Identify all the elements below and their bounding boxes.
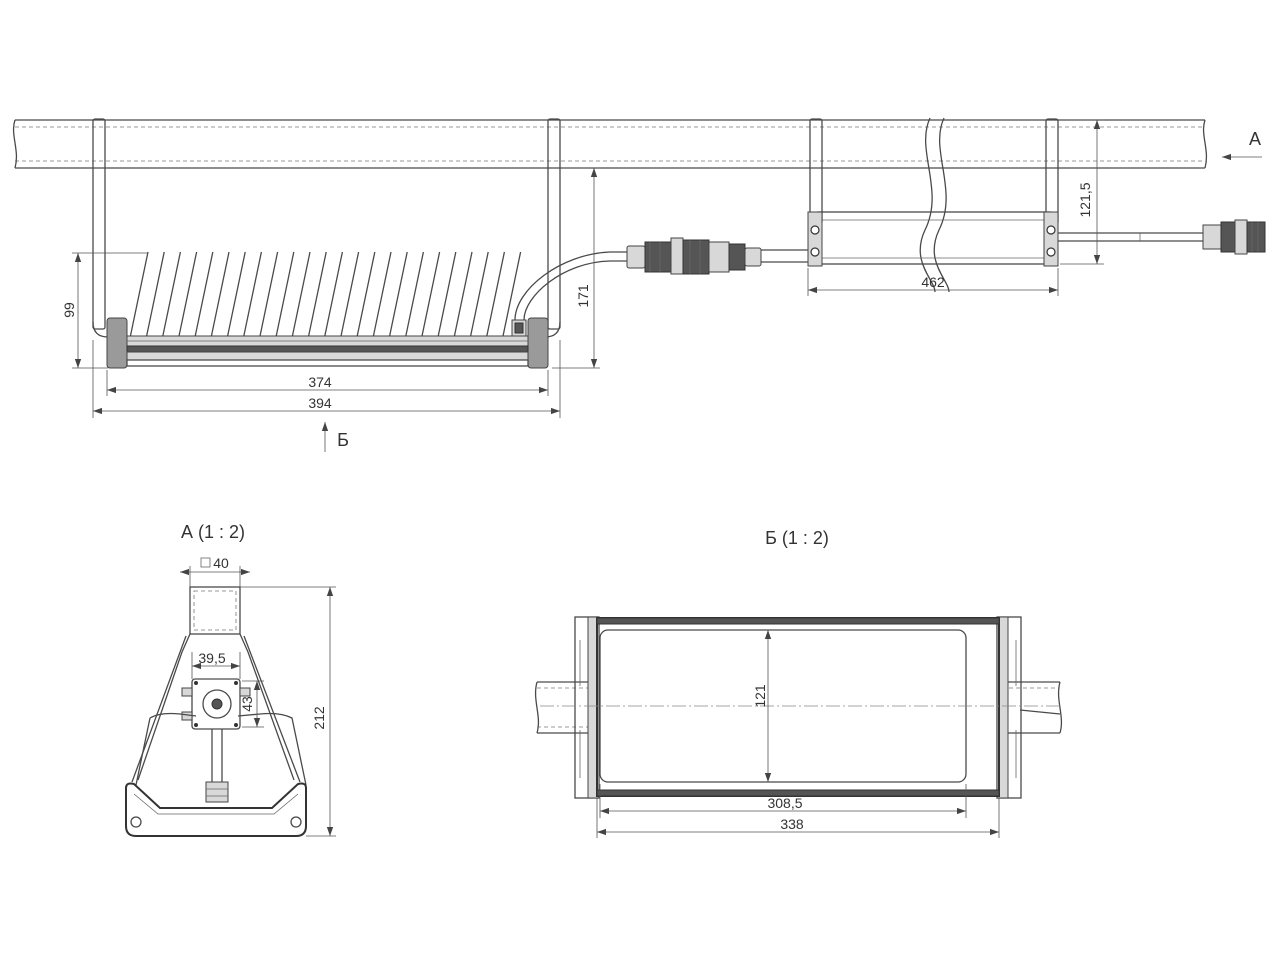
view-arrow-a: А bbox=[1222, 129, 1262, 161]
luminaire-body bbox=[92, 317, 561, 369]
dimension-width-121: 121 bbox=[752, 630, 772, 782]
dimension-length-338: 338 bbox=[596, 798, 1000, 838]
left-bracket bbox=[92, 118, 561, 330]
heatsink-fin bbox=[501, 251, 522, 339]
heatsink-fin bbox=[453, 251, 473, 339]
dimension-width-39-5: 39,5 bbox=[191, 650, 241, 679]
heatsink-fin bbox=[177, 251, 198, 339]
heatsink-fin bbox=[210, 251, 230, 339]
power-cable bbox=[514, 232, 1205, 321]
dimension-height-121-5: 121,5 bbox=[1060, 119, 1104, 265]
driver-box bbox=[807, 118, 1059, 267]
dimension-length-308-5: 308,5 bbox=[599, 784, 967, 818]
heatsink-fin bbox=[258, 251, 279, 339]
heatsink-fin bbox=[404, 251, 425, 339]
heatsink-fin bbox=[194, 251, 214, 339]
view-arrow-b: Б bbox=[321, 422, 349, 452]
dimension-text-121: 121 bbox=[752, 684, 768, 708]
view-arrow-a-label: А bbox=[1249, 129, 1261, 149]
heatsink-fin bbox=[145, 251, 165, 339]
view-arrow-b-label: Б bbox=[337, 430, 349, 450]
dimension-text-462: 462 bbox=[921, 274, 945, 290]
dimension-length-374: 374 bbox=[106, 370, 549, 396]
dimension-text-39-5: 39,5 bbox=[198, 650, 225, 666]
heatsink-fin bbox=[420, 251, 441, 339]
heatsink-fin bbox=[129, 251, 149, 339]
heatsink-fin bbox=[161, 251, 182, 339]
heatsink-fin bbox=[242, 251, 263, 339]
cable-connector-left bbox=[626, 237, 762, 275]
dimension-text-394: 394 bbox=[308, 395, 332, 411]
heatsink-fin bbox=[323, 251, 344, 339]
dimension-text-171: 171 bbox=[575, 284, 591, 308]
dimension-text-43: 43 bbox=[239, 696, 255, 712]
heatsink-fin bbox=[485, 251, 506, 339]
dimension-length-394: 394 bbox=[92, 340, 561, 418]
view-a-title: А (1 : 2) bbox=[181, 522, 245, 542]
dimension-height-43: 43 bbox=[239, 680, 264, 728]
dimension-text-99: 99 bbox=[61, 302, 77, 318]
heatsink-fin bbox=[291, 251, 311, 339]
dimension-square-40: 40 bbox=[180, 555, 250, 587]
dimension-height-171: 171 bbox=[552, 167, 600, 369]
heatsink-fin bbox=[226, 251, 246, 339]
dimension-text-40: 40 bbox=[213, 555, 229, 571]
heatsink-fin bbox=[339, 251, 360, 339]
heatsink-fin bbox=[469, 251, 489, 339]
dimension-height-99: 99 bbox=[61, 252, 148, 369]
heatsink-fins bbox=[129, 251, 522, 339]
dimension-text-374: 374 bbox=[308, 374, 332, 390]
dimension-text-308-5: 308,5 bbox=[767, 795, 802, 811]
heatsink-fin bbox=[275, 251, 295, 339]
heatsink-fin bbox=[356, 251, 376, 339]
side-view: 99 374 394 171 121,5 bbox=[12, 117, 1266, 452]
dimension-text-338: 338 bbox=[780, 816, 804, 832]
view-b: Б (1 : 2) 121 bbox=[534, 528, 1063, 838]
dimension-length-462: 462 bbox=[807, 268, 1059, 296]
cable-connector-right bbox=[1202, 219, 1266, 255]
dimension-height-212: 212 bbox=[240, 586, 336, 837]
heatsink-fin bbox=[437, 251, 457, 339]
mounting-rail bbox=[12, 117, 1208, 293]
view-a: А (1 : 2) bbox=[125, 522, 336, 837]
heatsink-fin bbox=[307, 251, 327, 339]
heatsink-fin bbox=[372, 251, 392, 339]
view-b-title: Б (1 : 2) bbox=[765, 528, 829, 548]
dimension-text-121-5: 121,5 bbox=[1077, 182, 1093, 217]
heatsink-fin bbox=[388, 251, 408, 339]
dimension-text-212: 212 bbox=[311, 706, 327, 730]
